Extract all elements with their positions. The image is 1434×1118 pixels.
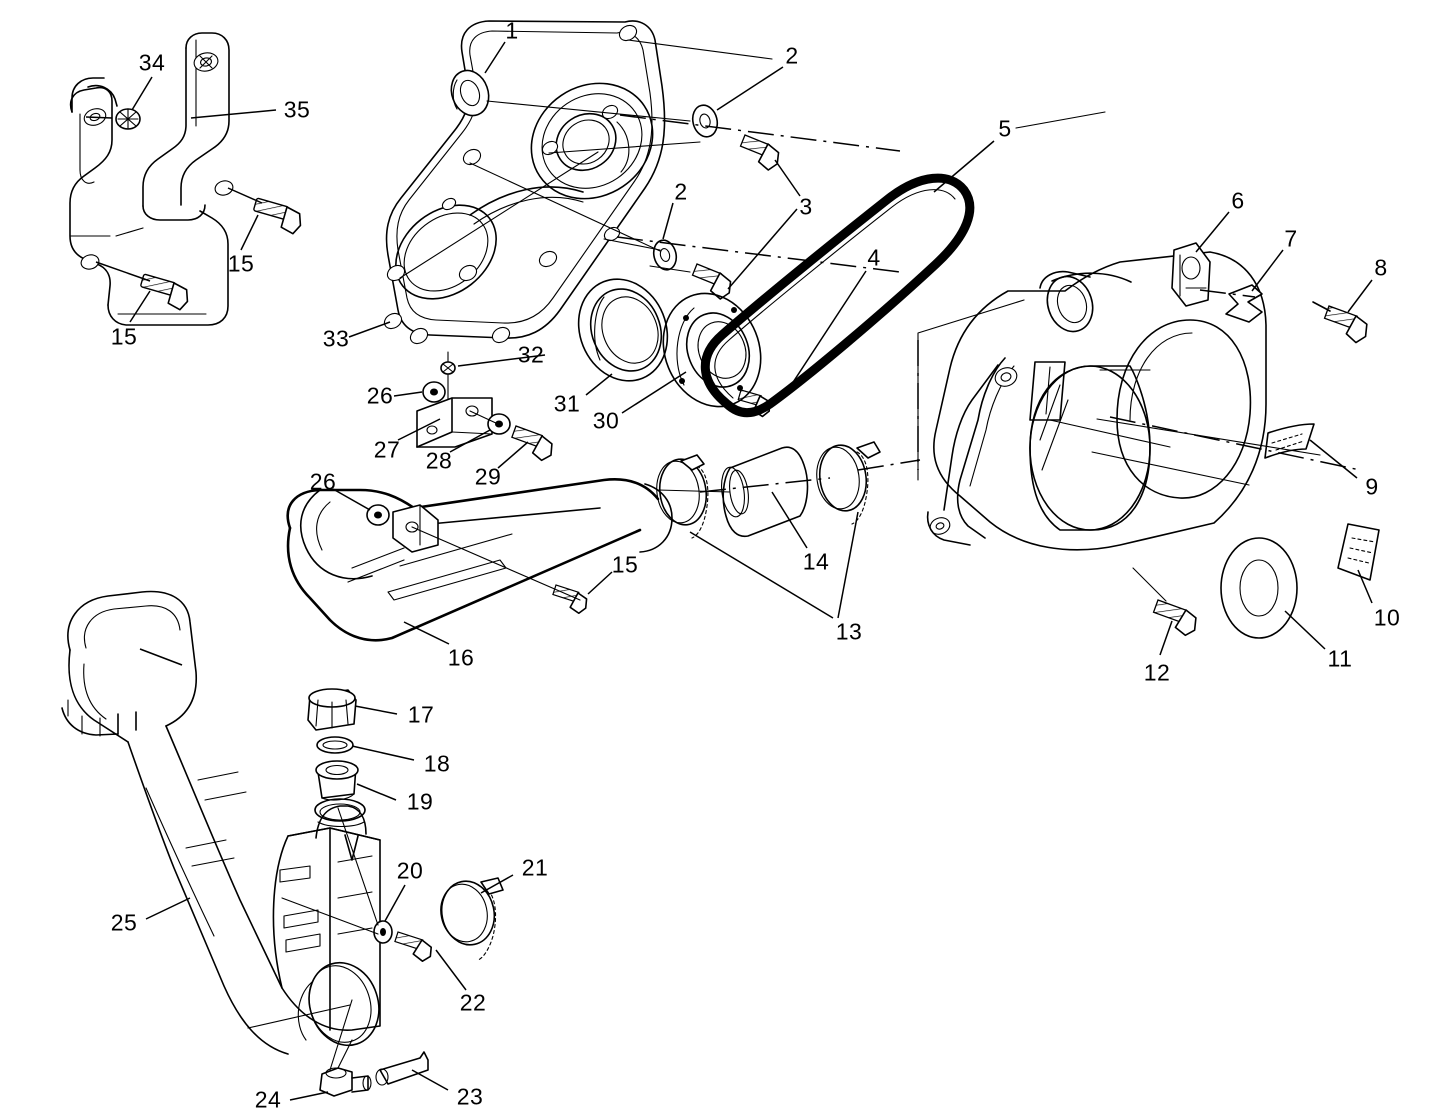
callout-16-air-intake-duct: 16 [447, 644, 475, 671]
callout-23-overflow-hose: 23 [456, 1083, 484, 1110]
callout-1-washer-spacer: 1 [505, 17, 519, 44]
lock-nut-34 [115, 108, 141, 130]
cap-o-ring-18 [316, 736, 354, 754]
hex-bolt-15-lower [140, 273, 189, 311]
flat-washer-2-lower [652, 239, 678, 271]
support-bracket-assembly [393, 351, 553, 469]
callout-6-cover-latch-bracket: 6 [1231, 187, 1245, 214]
callout-20-flat-washer: 20 [396, 857, 424, 884]
hose-clamp-13-left [656, 454, 709, 539]
outer-clutch-cover-assembly [917, 211, 1380, 656]
callout-28-flat-washer: 28 [425, 447, 453, 474]
callout-33-inner-clutch-cover: 33 [322, 325, 350, 352]
callout-35-mounting-bracket: 35 [283, 96, 311, 123]
callout-4-drive-belt: 4 [867, 244, 881, 271]
callout-30-clutch-flange-plate: 30 [592, 407, 620, 434]
large-flat-washer-11 [1220, 537, 1298, 639]
filler-neck-grommet-19 [315, 760, 359, 801]
callout-3-hex-flange-bolt: 3 [799, 193, 813, 220]
hex-bolt-15-duct [552, 584, 588, 615]
callout-22-mounting-screw: 22 [459, 989, 487, 1016]
flat-washer-26a [422, 381, 446, 403]
l-bracket-27 [416, 397, 493, 448]
air-intake-duct-assembly [286, 441, 921, 645]
flat-washer-28 [487, 413, 511, 435]
callout-15a-hex-bolt: 15 [227, 250, 255, 277]
coolant-reservoir-assembly [61, 590, 514, 1101]
callout-26a-flat-washer: 26 [366, 382, 394, 409]
rubber-duct-coupler-14 [721, 446, 809, 538]
callout-15b-hex-bolt: 15 [110, 323, 138, 350]
callout-31-seal-ring: 31 [553, 390, 581, 417]
flat-washer-2-upper [691, 104, 719, 138]
cover-mounting-bolt-12 [1152, 599, 1197, 637]
callout-11-large-flat-washer: 11 [1327, 645, 1353, 672]
warning-decal-curved-9 [1264, 423, 1315, 459]
warning-decal-flat-10 [1337, 523, 1380, 581]
flat-washer-20 [373, 920, 393, 944]
seal-and-flange [577, 278, 771, 418]
callout-29-hex-bolt: 29 [474, 463, 502, 490]
hex-bolt-15-upper [253, 197, 302, 235]
push-nut-32 [440, 351, 456, 406]
flat-washer-26b [366, 504, 390, 526]
hose-clamp-21 [440, 877, 504, 961]
callout-7-retaining-clip: 7 [1284, 225, 1298, 252]
callout-21-hose-clamp: 21 [521, 854, 549, 881]
seal-ring-31 [577, 278, 669, 382]
callout-18-cap-o-ring-gasket: 18 [423, 750, 451, 777]
callout-25-coolant-recovery-bottle: 25 [110, 909, 138, 936]
inner-clutch-cover-assembly [348, 20, 901, 345]
callout-13-hose-clamp: 13 [835, 618, 863, 645]
callout-26b-flat-washer: 26 [309, 468, 337, 495]
callout-8-screw: 8 [1374, 254, 1388, 281]
callout-2a-flat-washer: 2 [785, 42, 799, 69]
callout-12-cover-mounting-bolt: 12 [1143, 659, 1171, 686]
hose-clamp-13-right [816, 441, 881, 525]
overflow-hose-23 [375, 1051, 429, 1086]
callout-32-push-nut-pin: 32 [517, 341, 545, 368]
callout-27-l-shaped-support-bracket: 27 [373, 436, 401, 463]
hex-flange-bolt-3-lower [691, 263, 732, 300]
mounting-screw-22 [394, 931, 433, 962]
callout-15c-hex-bolt: 15 [611, 551, 639, 578]
callout-19-filler-neck-grommet: 19 [406, 788, 434, 815]
callout-9-warning-decal-curved: 9 [1365, 473, 1379, 500]
washer-1 [450, 69, 490, 117]
reservoir-cap-17 [307, 688, 357, 731]
drive-belt-assembly [700, 111, 1106, 418]
hex-bolt-29 [511, 425, 553, 462]
callout-5-drive-belt-routing: 5 [998, 115, 1012, 142]
callout-2b-flat-washer: 2 [674, 178, 688, 205]
mount-bracket-assembly [69, 32, 302, 326]
callout-14-rubber-duct-coupler: 14 [802, 548, 830, 575]
callout-24-elbow-fitting: 24 [254, 1086, 282, 1113]
callout-10-warning-decal-flat: 10 [1373, 604, 1401, 631]
callout-34-lock-nut: 34 [138, 49, 166, 76]
retaining-clip-7 [1225, 284, 1263, 323]
screw-8 [1312, 301, 1368, 344]
hex-flange-bolt-3-upper [739, 134, 780, 171]
callout-17-reservoir-cap: 17 [407, 701, 435, 728]
cover-bolt-eyes [383, 24, 638, 345]
